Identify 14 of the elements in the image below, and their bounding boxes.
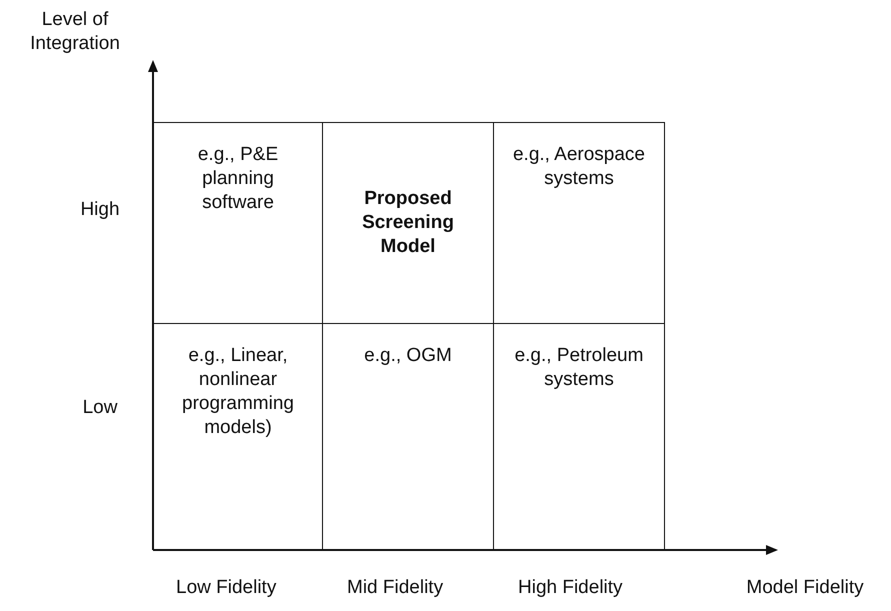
row-label: High — [79, 198, 121, 222]
cell-text: Proposed Screening Model — [361, 187, 455, 259]
cell-text: e.g., Aerospace systems — [512, 143, 646, 191]
column-label: Mid Fidelity — [347, 576, 444, 600]
cell-text: e.g., OGM — [363, 344, 453, 368]
cell-text: e.g., Linear, nonlinear programming models) — [181, 344, 295, 440]
column-label: Low Fidelity — [176, 576, 276, 600]
matrix-cell — [493, 122, 665, 324]
cell-text: e.g., Petroleum systems — [514, 344, 644, 392]
column-label: High Fidelity — [518, 576, 623, 600]
cell-text: e.g., P&E planning software — [196, 143, 280, 215]
row-label: Low — [82, 396, 118, 420]
axis-title: Level of Integration — [29, 8, 121, 56]
axis-title: Model Fidelity — [745, 576, 865, 600]
